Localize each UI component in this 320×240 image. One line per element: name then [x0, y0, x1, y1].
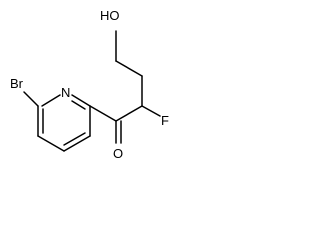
- bond-c6-br: [23, 91, 39, 107]
- bond-chf-f: [141, 105, 161, 117]
- atom-label-n: N: [61, 85, 70, 100]
- atom-label-br: Br: [10, 76, 24, 91]
- bond-n-c2-inner: [71, 100, 86, 110]
- structure-diagram: Br N F O HO: [10, 8, 169, 161]
- bond-n-c2: [71, 94, 91, 107]
- bond-c2-carbonyl: [89, 105, 117, 122]
- bond-ch2-ch2: [115, 60, 143, 77]
- atom-label-hydroxyl: HO: [100, 8, 120, 23]
- bond-c3-c4: [63, 135, 91, 152]
- atom-label-o-ketone: O: [113, 146, 123, 161]
- bond-c6-n: [41, 94, 61, 107]
- atom-label-f: F: [161, 113, 169, 128]
- bond-carbonyl-chf: [115, 105, 143, 122]
- bond-c4-c5: [37, 135, 65, 152]
- bond-c3-c4-inner: [63, 132, 86, 146]
